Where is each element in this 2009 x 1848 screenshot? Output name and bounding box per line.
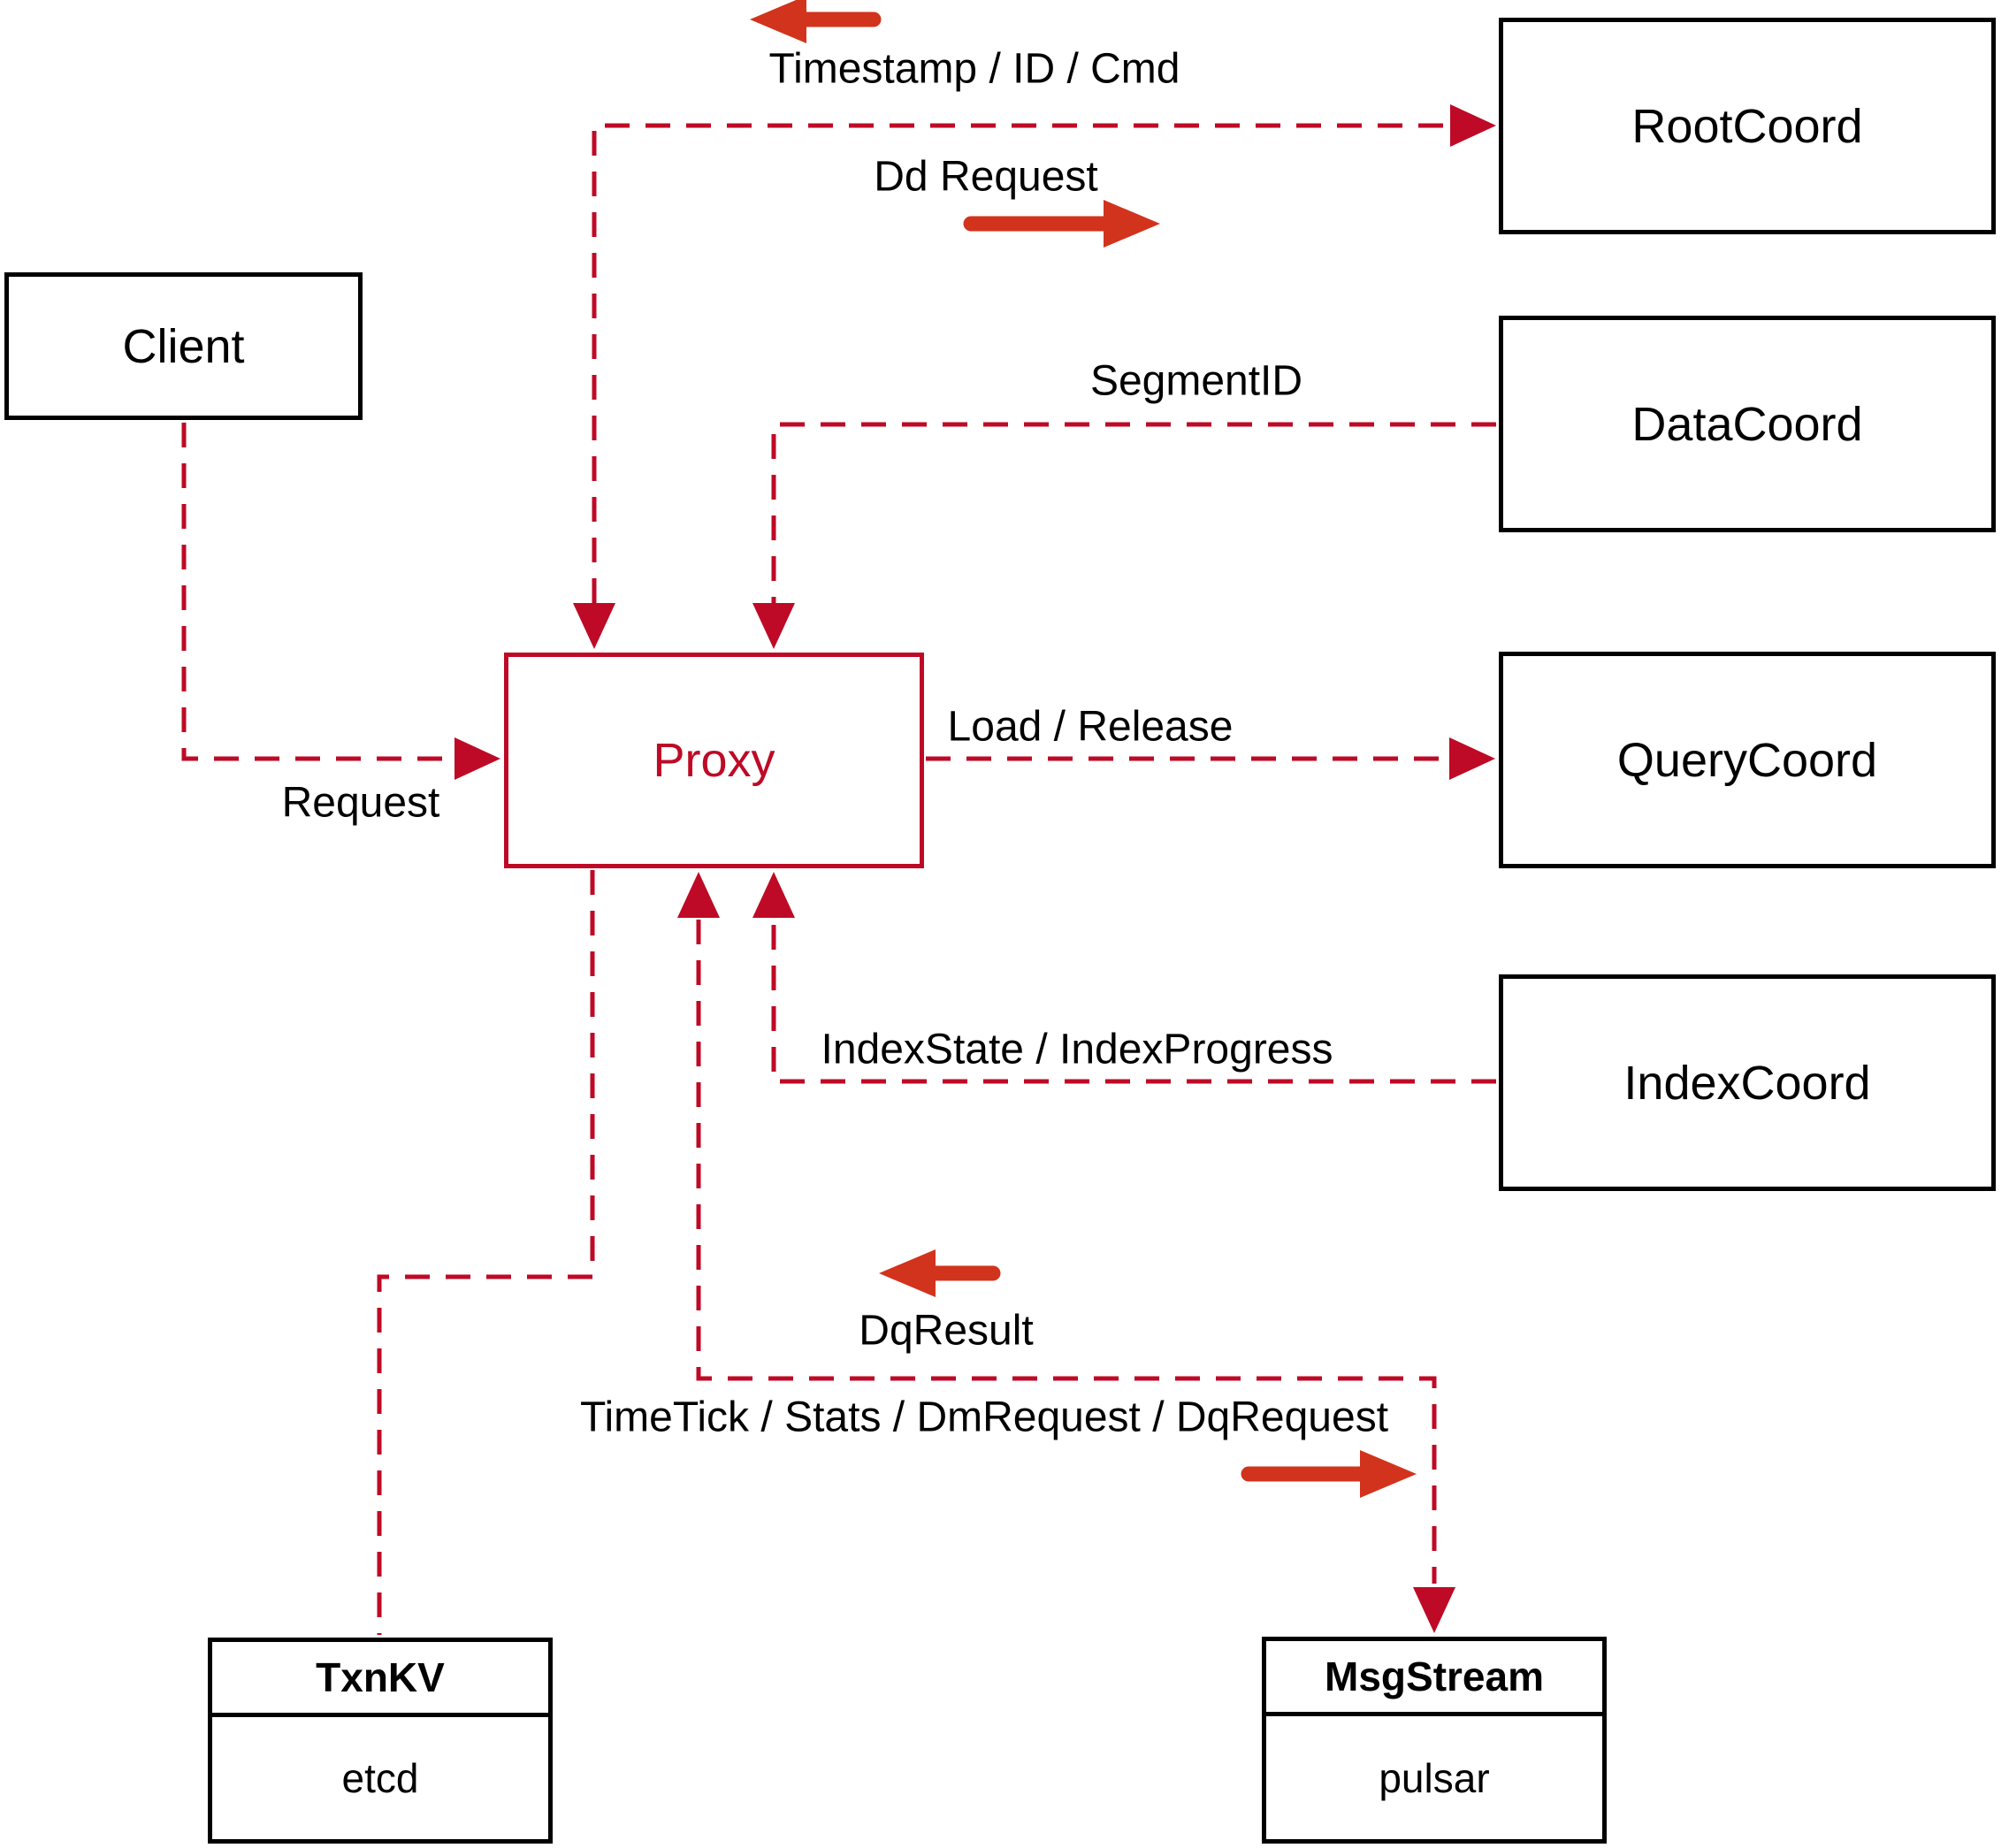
- arrowhead-timestamp-into-proxy: [573, 603, 615, 649]
- client-label: Client: [122, 319, 245, 373]
- datacoord-node: DataCoord: [1499, 316, 1996, 532]
- edge-label-index-state: IndexState / IndexProgress: [821, 1026, 1333, 1073]
- indexcoord-label: IndexCoord: [1623, 1056, 1871, 1110]
- arrowhead-into-msgstream: [1413, 1587, 1455, 1633]
- dq-request-right-arrow: [1241, 1450, 1417, 1498]
- arrowhead-segmentid-into-proxy: [752, 603, 795, 649]
- edge-label-load-release: Load / Release: [947, 703, 1234, 751]
- edge-label-dd-request: Dd Request: [874, 153, 1098, 201]
- edge-label-dq-result: DqResult: [859, 1307, 1034, 1355]
- edge-proxy-txnkv: [377, 870, 595, 1635]
- querycoord-node: QueryCoord: [1499, 652, 1996, 868]
- indexcoord-node: IndexCoord: [1499, 974, 1996, 1191]
- arrowhead-into-rootcoord: [1450, 104, 1496, 147]
- edge-proxy-msgstream: [696, 920, 1437, 1584]
- client-node: Client: [4, 272, 363, 420]
- edge-label-timestamp: Timestamp / ID / Cmd: [768, 45, 1180, 93]
- txnkv-subtitle: etcd: [341, 1755, 419, 1801]
- rootcoord-label: RootCoord: [1631, 99, 1863, 153]
- edge-client-proxy: [181, 423, 451, 761]
- txnkv-title: TxnKV: [212, 1642, 548, 1717]
- edge-label-time-tick: TimeTick / Stats / DmRequest / DqRequest: [579, 1394, 1389, 1441]
- proxy-label: Proxy: [653, 734, 775, 787]
- edge-indexcoord-proxy: [771, 920, 1496, 1084]
- arrowhead-indexstate-into-proxy: [752, 872, 795, 918]
- txnkv-node: TxnKV etcd: [208, 1638, 553, 1844]
- rootcoord-node: RootCoord: [1499, 18, 1996, 234]
- edge-datacoord-proxy: [771, 422, 1496, 603]
- arrowhead-into-querycoord: [1449, 737, 1495, 780]
- edge-label-segmentid: SegmentID: [1089, 357, 1303, 405]
- direction-arrows: [750, 0, 1417, 1498]
- proxy-node: Proxy: [504, 653, 924, 868]
- arrowhead-dqresult-into-proxy: [677, 872, 720, 918]
- datacoord-label: DataCoord: [1631, 397, 1863, 451]
- arrowhead-request-into-proxy: [455, 737, 500, 780]
- timestamp-left-arrow: [750, 0, 882, 43]
- edge-label-request: Request: [281, 779, 440, 827]
- querycoord-label: QueryCoord: [1616, 733, 1878, 787]
- msgstream-subtitle: pulsar: [1379, 1754, 1490, 1801]
- dd-request-right-arrow: [963, 200, 1160, 248]
- msgstream-title: MsgStream: [1266, 1641, 1602, 1716]
- dq-result-left-arrow: [879, 1249, 1001, 1297]
- msgstream-node: MsgStream pulsar: [1262, 1637, 1607, 1844]
